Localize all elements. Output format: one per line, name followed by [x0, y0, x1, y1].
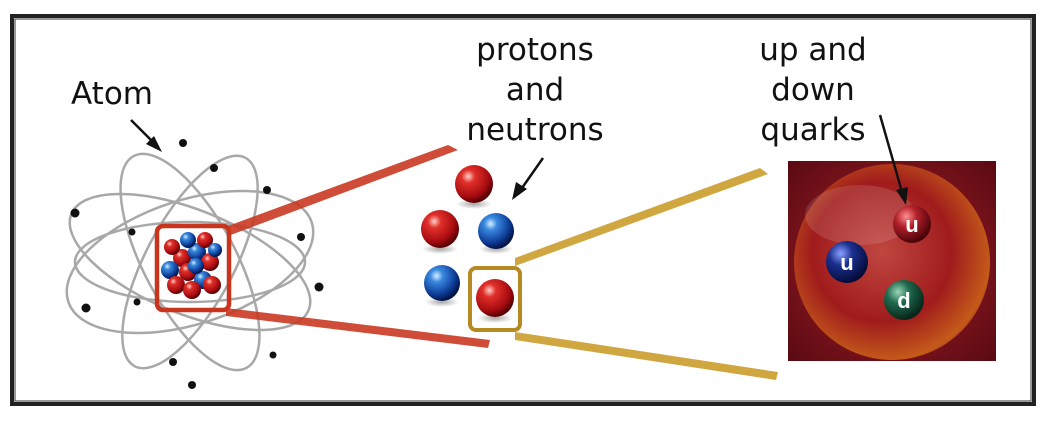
nucleon-zoom-beam-top — [515, 168, 768, 266]
label-line: up and — [759, 32, 867, 68]
neutron — [424, 265, 460, 301]
neutron — [478, 213, 514, 249]
nucleon-zoom — [468, 168, 778, 380]
atom-label: Atom — [71, 76, 153, 112]
proton-zoom-box — [468, 266, 522, 332]
atom-zoom-beam-top — [228, 145, 458, 236]
label-line: protons — [476, 32, 594, 68]
label-line: neutrons — [466, 112, 604, 148]
label-line: down — [771, 72, 855, 108]
quark-label: u — [840, 250, 853, 275]
quark-label: u — [905, 212, 918, 237]
label-line: and — [505, 72, 565, 108]
proton — [421, 210, 459, 248]
quark-down: d — [884, 280, 924, 320]
protons-neutrons-label: protons and neutrons — [455, 30, 615, 150]
atom-illustration — [65, 139, 324, 389]
proton — [476, 279, 514, 317]
quark-up-2: u — [826, 241, 868, 283]
nucleon-zoom-beam-bottom — [515, 332, 778, 380]
proton-closeup — [794, 164, 990, 360]
atom-zoom — [154, 145, 490, 348]
proton — [455, 165, 493, 203]
frame — [10, 14, 1036, 406]
quarks-label: up and down quarks — [748, 30, 878, 150]
electrons — [70, 139, 324, 389]
quark-label: d — [897, 288, 910, 313]
nucleus — [161, 232, 222, 299]
nucleus-zoom-box — [154, 223, 232, 313]
label-line: quarks — [760, 112, 866, 148]
atom-arrow — [130, 119, 162, 152]
quarks-arrow — [878, 114, 908, 205]
nucleons-arrow — [512, 157, 545, 200]
atom-zoom-beam-bottom — [226, 308, 490, 348]
quark-panel: u u d — [788, 161, 996, 361]
quark-up-1: u — [893, 205, 931, 243]
nucleons-group — [421, 165, 514, 323]
